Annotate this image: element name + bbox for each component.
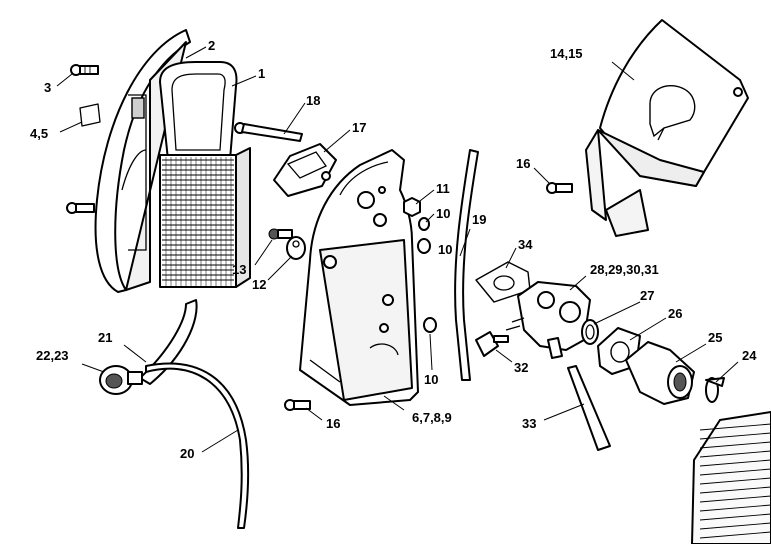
label-part-4-5: 4,5 [30,126,48,141]
cylinder-part [691,411,771,544]
label-part-14-15: 14,15 [550,46,583,61]
hose-part-20 [145,362,250,529]
label-part-2: 2 [208,38,215,53]
part-labels: 2 1 3 4,5 18 17 13 12 11 10 10 10 19 14,… [30,38,757,461]
retainer-part-17 [273,143,337,197]
label-part-17: 17 [352,120,366,135]
label-part-10c: 10 [424,372,438,387]
label-part-21: 21 [98,330,112,345]
label-part-10b: 10 [438,242,452,257]
label-part-33: 33 [522,416,536,431]
label-part-25: 25 [708,330,722,345]
sleeve-part-10c [423,317,437,333]
carburetor-box-part [299,149,419,406]
label-part-6-9: 6,7,8,9 [412,410,452,425]
label-part-13: 13 [232,262,246,277]
label-part-24: 24 [742,348,757,363]
label-part-28-31: 28,29,30,31 [590,262,659,277]
label-part-10a: 10 [436,206,450,221]
label-part-18: 18 [306,93,320,108]
primer-bulb-part [99,365,143,395]
screw-part-13 [268,228,293,240]
screw-part-3 [66,64,99,214]
label-part-34: 34 [518,237,533,252]
label-part-19: 19 [472,212,486,227]
gasket-part-34 [475,261,531,303]
screw-part-16-upper [546,182,573,194]
label-plate-part [79,103,101,127]
label-part-16-lower: 16 [326,416,340,431]
label-part-27: 27 [640,288,654,303]
screw-part-16-lower [284,399,311,411]
clamp-part-24 [705,377,725,403]
filter-pleats [162,157,234,286]
ring-part-27 [581,319,599,345]
label-part-1: 1 [258,66,265,81]
sleeve-part-10b [417,238,431,254]
label-part-16-upper: 16 [516,156,530,171]
label-part-26: 26 [668,306,682,321]
label-part-11: 11 [436,181,450,196]
label-part-32: 32 [514,360,528,375]
intake-manifold-part [625,341,695,405]
nut-part-11 [403,197,421,217]
screw-part-32 [475,331,509,357]
carburetor-part [505,281,591,359]
leader-lines [56,46,739,453]
hose-part-19 [454,149,479,381]
shroud-part [585,19,749,237]
air-filter-part [159,61,251,288]
label-part-20: 20 [180,446,194,461]
bolt-part-18 [234,122,303,142]
washer-part-12 [286,236,306,260]
label-part-12: 12 [252,277,266,292]
label-part-22-23: 22,23 [36,348,69,363]
label-part-3: 3 [44,80,51,95]
hose-part-33 [567,365,611,451]
